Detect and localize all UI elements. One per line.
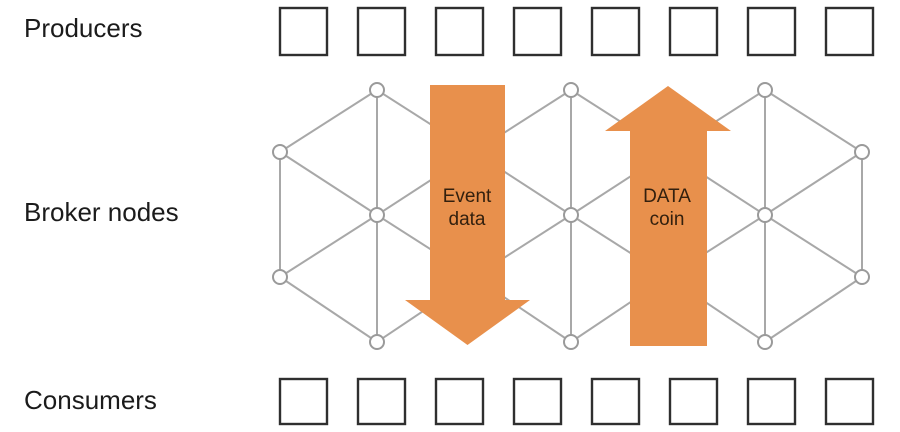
consumer-box [434, 377, 485, 426]
broker-node [854, 269, 870, 285]
mesh-edge [764, 276, 863, 343]
consumers-label: Consumers [24, 385, 157, 415]
event-data-arrow-label: Event data [406, 185, 528, 231]
consumer-box [278, 377, 329, 426]
producer-box [512, 6, 563, 57]
event-data-arrow [405, 85, 530, 345]
broker-nodes-label: Broker nodes [24, 197, 179, 227]
broker-node [854, 144, 870, 160]
broker-node [757, 82, 773, 98]
broker-node [272, 269, 288, 285]
broker-node [757, 207, 773, 223]
producer-box [590, 6, 641, 57]
producer-box [434, 6, 485, 57]
mesh-edge [279, 214, 378, 278]
mesh-edge [764, 214, 863, 278]
event-data-arrow-label-line1: Event [442, 186, 492, 207]
producer-box [278, 6, 329, 57]
broker-node [563, 334, 579, 350]
mesh-edge [764, 89, 863, 153]
broker-node [563, 207, 579, 223]
broker-mesh [272, 82, 870, 350]
mesh-edge [279, 89, 378, 153]
data-coin-arrow-label-line1: DATA [643, 186, 691, 207]
data-coin-arrow [605, 86, 731, 346]
broker-node [369, 207, 385, 223]
producer-box [668, 6, 719, 57]
consumer-box [590, 377, 641, 426]
data-coin-arrow-label: DATA coin [606, 185, 728, 231]
consumer-box [746, 377, 797, 426]
consumer-box [512, 377, 563, 426]
consumer-box [668, 377, 719, 426]
event-data-arrow-label-line2: data [448, 209, 486, 230]
consumer-box [356, 377, 407, 426]
mesh-edge [279, 276, 378, 343]
broker-node [563, 82, 579, 98]
producers-label: Producers [24, 13, 143, 43]
mesh-edge [764, 151, 863, 216]
producer-box [824, 6, 875, 57]
data-coin-arrow-label-line2: coin [649, 209, 685, 230]
broker-node [272, 144, 288, 160]
mesh-edge [279, 151, 378, 216]
broker-node [757, 334, 773, 350]
producers-row [278, 6, 875, 57]
consumer-box [824, 377, 875, 426]
consumers-row [278, 377, 875, 426]
broker-node [369, 334, 385, 350]
producer-box [356, 6, 407, 57]
broker-node [369, 82, 385, 98]
producer-box [746, 6, 797, 57]
